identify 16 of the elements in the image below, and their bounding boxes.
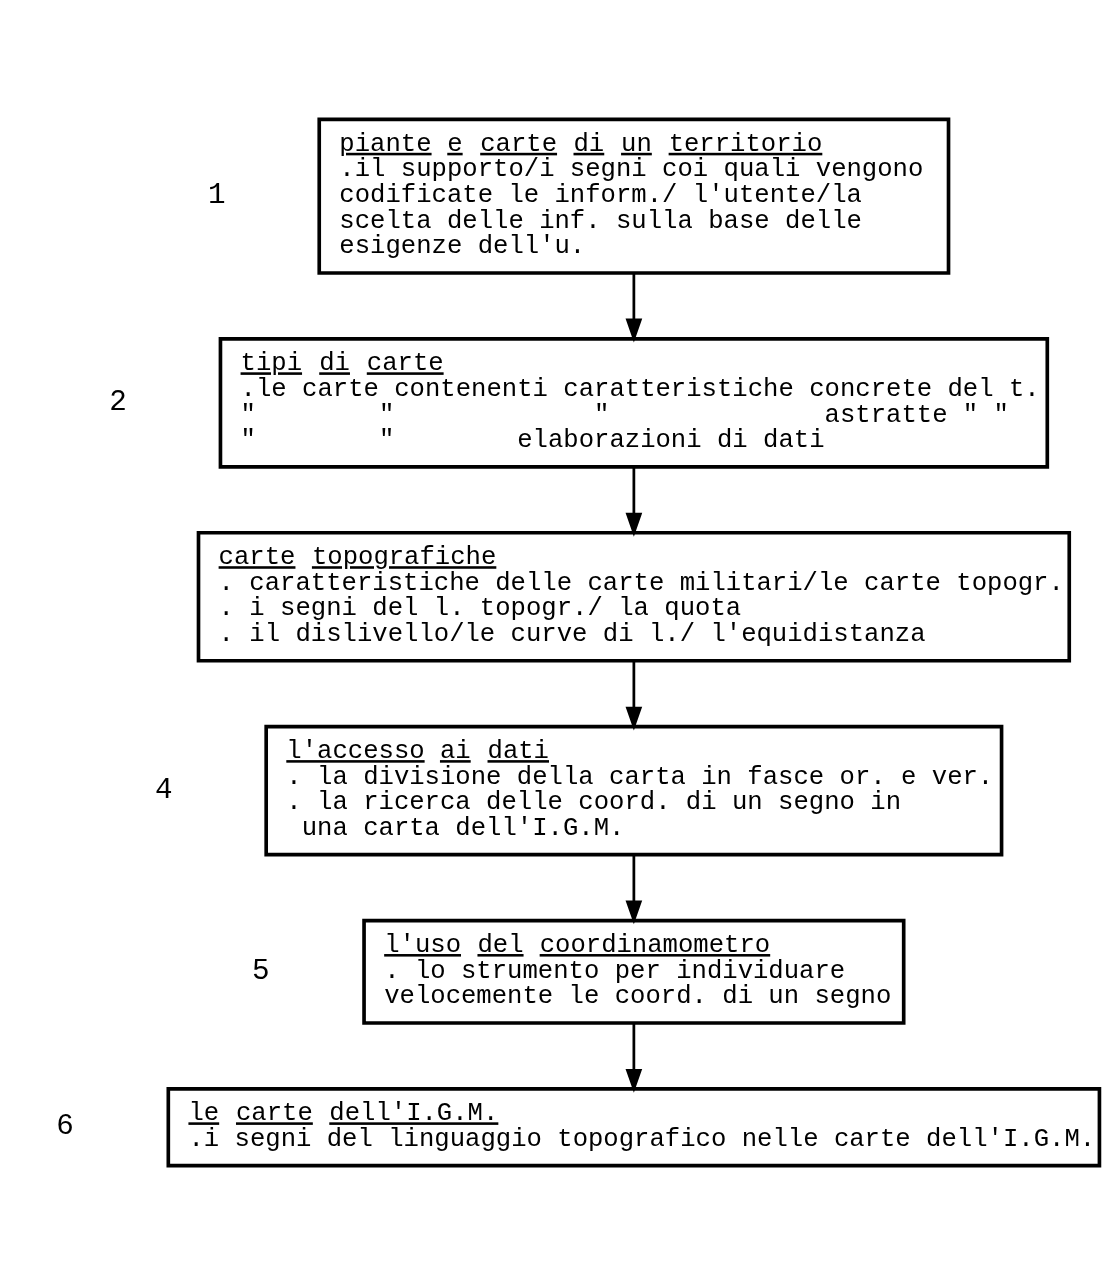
node-box: tipi di carte .le carte contenenti caratteristiche concrete del t. " " " astratte " " " " elaborazioni di dati xyxy=(218,336,1050,469)
node-box: le carte dell'I.G.M. .i segni del linguaggio topografico nelle carte dell'I.G.M. xyxy=(166,1086,1102,1167)
node-label: 4 xyxy=(154,773,173,807)
arrow xyxy=(625,660,643,731)
node-label: 5 xyxy=(251,954,270,988)
node-label: 1 xyxy=(208,178,226,212)
arrow xyxy=(625,1022,643,1093)
node-box: piante e carte di un territorio .il supporto/i segni coi quali vengono codificate le inform./ l'utente/la scelta delle inf. sulla base delle esigenze dell'u. xyxy=(317,117,951,275)
node-label: 2 xyxy=(109,385,127,419)
node-box: l'uso del coordinamometro . lo strumento per individuare velocemente le coord. di un segno xyxy=(362,918,906,1025)
node-box: carte topografiche . caratteristiche delle carte militari/le carte topogr. . i segni del l. topogr./ la quota . il dislivello/le curve di l./ l'equidistanza xyxy=(196,530,1072,663)
arrow xyxy=(625,466,643,537)
node-box: l'accesso ai dati . la divisione della carta in fasce or. e ver. . la ricerca delle coord. di un segno in una carta dell'I.G.M. xyxy=(264,724,1004,857)
arrow xyxy=(625,272,643,342)
arrow xyxy=(625,854,643,924)
node-label: 6 xyxy=(56,1109,74,1143)
